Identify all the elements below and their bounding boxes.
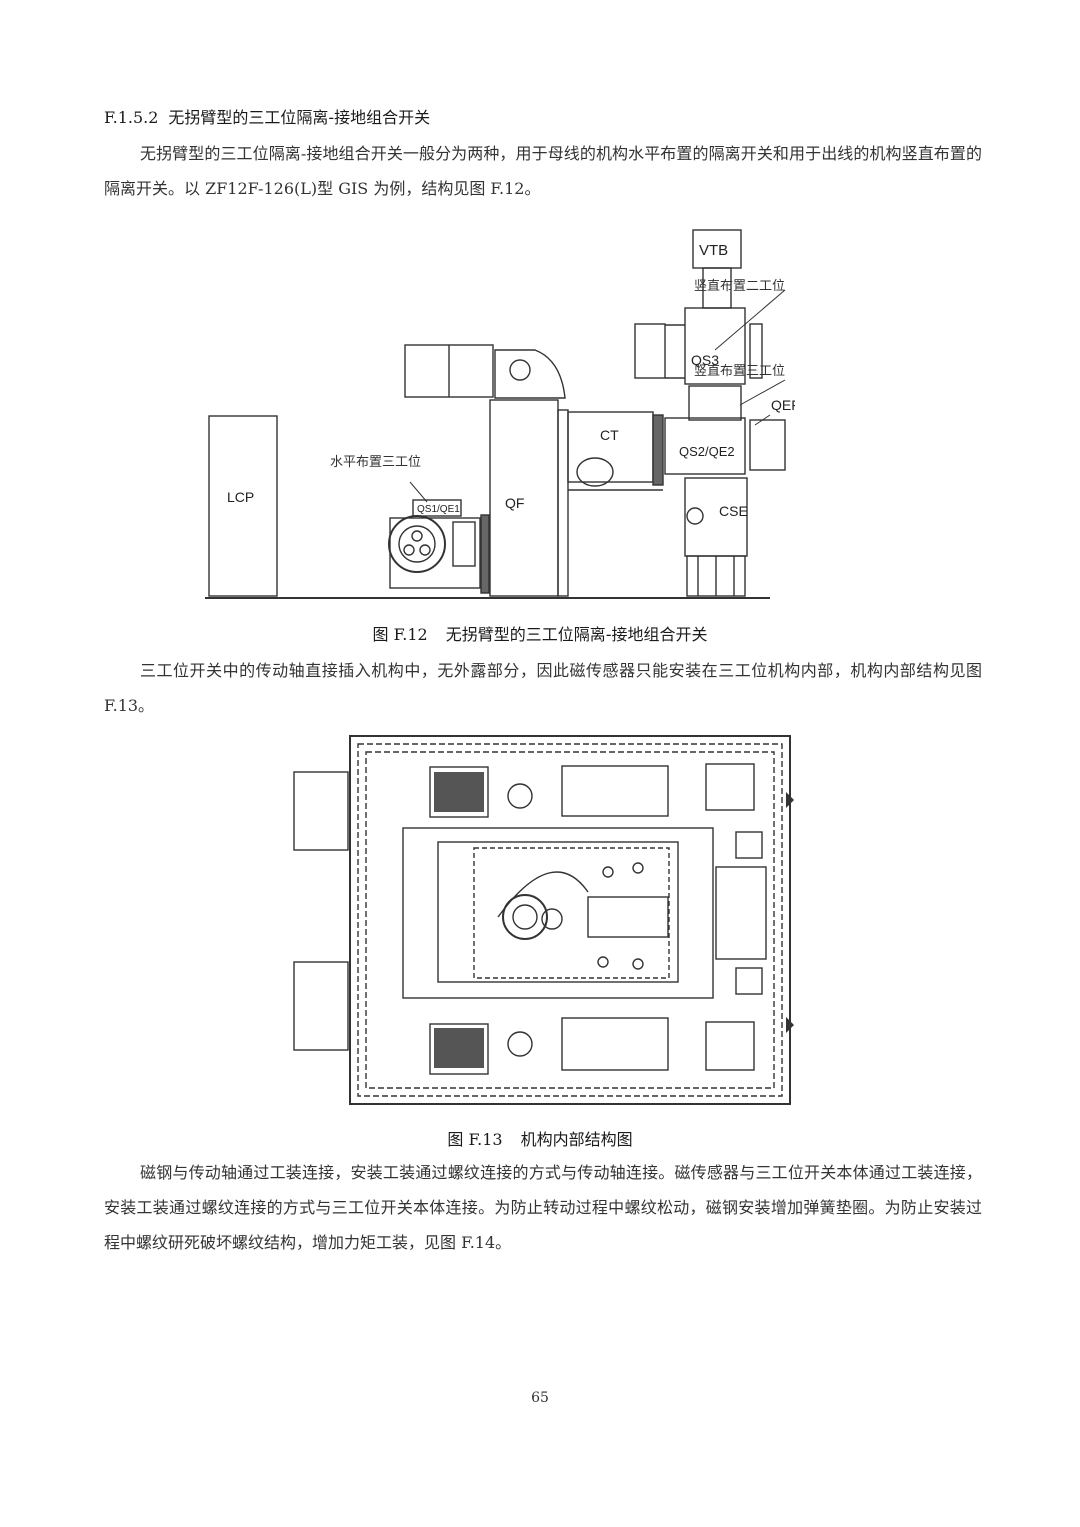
- paragraph-1: 无拐臂型的三工位隔离-接地组合开关一般分为两种，用于母线的机构水平布置的隔离开关…: [104, 144, 982, 198]
- figure-f13-drawing: [293, 735, 794, 1105]
- figure-f12-caption: 图 F.12 无拐臂型的三工位隔离-接地组合开关: [0, 621, 1080, 645]
- label-vtb: VTB: [699, 242, 728, 259]
- section-heading: F.1.5.2 无拐臂型的三工位隔离-接地组合开关: [104, 104, 430, 128]
- figure-f13-caption: 图 F.13 机构内部结构图: [0, 1126, 1080, 1150]
- figure-f13-number: 图 F.13: [447, 1130, 503, 1149]
- section-number: F.1.5.2: [104, 108, 159, 127]
- lcp-cabinet: [208, 415, 278, 597]
- figure-f12-drawing: VTB QS3 QEF QS2/QE2 CSE CT QF LCP QS1/QE…: [205, 229, 795, 599]
- section-title: 无拐臂型的三工位隔离-接地组合开关: [168, 108, 431, 127]
- paragraph-3: 磁钢与传动轴通过工装连接，安装工装通过螺纹连接的方式与传动轴连接。磁传感器与三工…: [104, 1163, 982, 1252]
- label-lcp: LCP: [227, 489, 254, 505]
- label-vertical-three: 竖直布置三工位: [694, 363, 785, 378]
- figure-f12-number: 图 F.12: [372, 625, 428, 644]
- label-qf: QF: [505, 495, 524, 511]
- paragraph-2: 三工位开关中的传动轴直接插入机构中，无外露部分，因此磁传感器只能安装在三工位机构…: [104, 661, 982, 715]
- label-ct: CT: [600, 427, 619, 443]
- label-qs3: QS3: [691, 352, 719, 368]
- label-qs2qe2: QS2/QE2: [679, 444, 735, 459]
- label-vertical-two: 竖直布置二工位: [694, 278, 785, 293]
- figure-f13-title: 机构内部结构图: [520, 1130, 633, 1149]
- label-qef: QEF: [771, 397, 795, 413]
- page-number: 65: [531, 1390, 549, 1406]
- figure-f12-title: 无拐臂型的三工位隔离-接地组合开关: [445, 625, 708, 644]
- label-horizontal-three: 水平布置三工位: [330, 454, 421, 469]
- label-qs1qe1: QS1/QE1: [417, 504, 460, 515]
- label-cse: CSE: [719, 503, 748, 519]
